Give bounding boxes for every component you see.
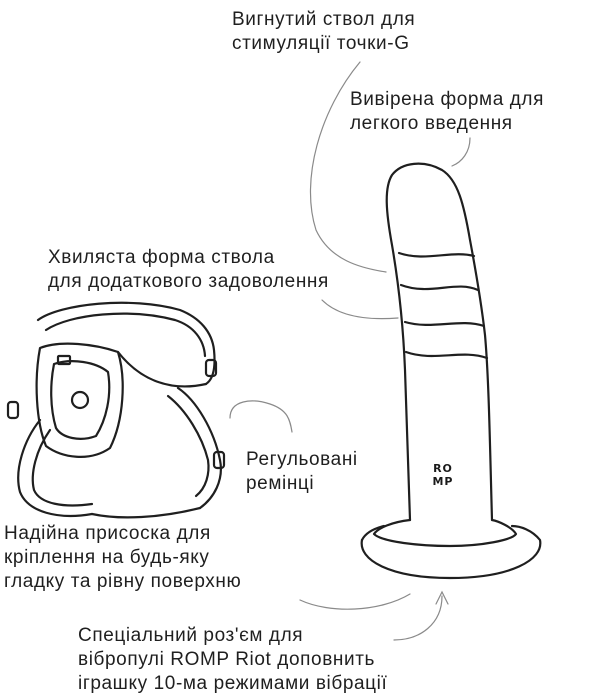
harness-waist-band-inner	[44, 312, 207, 358]
pointer-suction-cup	[299, 593, 411, 610]
callout-vibro-port-line3: іграшку 10-ма режимами вібрації	[78, 673, 388, 694]
callout-suction-cup-line1: Надійна присоска для	[4, 523, 211, 544]
callout-curved-shaft-line2: стимуляції точки-G	[232, 33, 410, 54]
wave-band-2	[399, 283, 480, 292]
callout-vibro-port-line2: вібропулі ROMP Riot доповнить	[78, 649, 376, 670]
suction-cup-left	[360, 524, 386, 542]
brand-logo: RO MP	[428, 462, 458, 488]
dildo-illustration	[360, 162, 542, 580]
pointer-straps	[229, 400, 293, 433]
harness-front-plate	[35, 342, 124, 458]
harness-buckle-left	[6, 400, 20, 420]
brand-logo-line1: RO	[433, 462, 453, 475]
pointer-vibro-arrowhead	[435, 590, 449, 605]
suction-cup-top	[372, 518, 518, 548]
harness-o-ring-plate	[50, 360, 111, 440]
callout-suction-cup: Надійна присоска для кріплення на будь-я…	[4, 522, 241, 594]
callout-vibro-port: Спеціальний роз'єм для вібропулі ROMP Ri…	[78, 624, 387, 696]
harness-buckle-bottom	[212, 450, 226, 470]
pointer-wavy-shaft	[321, 299, 399, 320]
callout-straps-line1: Регульовані	[246, 449, 358, 470]
callout-suction-cup-line3: гладку та рівну поверхню	[4, 571, 242, 592]
harness-leg-strap-left	[17, 418, 94, 518]
callout-wavy-shaft-line1: Хвиляста форма ствола	[48, 247, 275, 268]
wave-band-4	[404, 350, 489, 360]
pointer-curved-shaft	[309, 61, 387, 273]
pointer-vibro-port	[393, 595, 443, 641]
callout-wavy-shaft-line2: для додаткового задоволення	[48, 271, 329, 292]
callout-tapered-tip-line2: легкого введення	[350, 113, 513, 134]
callout-curved-shaft: Вигнутий ствол для стимуляції точки-G	[232, 8, 415, 56]
harness-waist-band	[36, 301, 216, 386]
harness-illustration	[6, 301, 226, 519]
harness-tag	[56, 354, 72, 366]
suction-cup-rim	[360, 524, 542, 580]
callout-straps-line2: ремінці	[246, 473, 315, 494]
callout-straps: Регульовані ремінці	[246, 448, 358, 496]
callout-tapered-tip-line1: Вивірена форма для	[350, 89, 545, 110]
harness-back-panel	[116, 350, 208, 388]
harness-leg-strap-right-inner	[166, 394, 210, 498]
callout-curved-shaft-line1: Вигнутий ствол для	[232, 9, 416, 30]
harness-buckle-right	[204, 358, 218, 378]
harness-leg-strap-right	[176, 386, 222, 510]
pointer-tapered-tip	[451, 137, 471, 167]
dildo-outline	[385, 162, 494, 522]
brand-logo-line2: MP	[432, 475, 454, 488]
callout-wavy-shaft: Хвиляста форма ствола для додаткового за…	[48, 246, 329, 294]
callout-vibro-port-line1: Спеціальний роз'єм для	[78, 625, 304, 646]
callout-suction-cup-line2: кріплення на будь-яку	[4, 547, 210, 568]
harness-leg-strap-left-inner	[31, 428, 94, 507]
harness-crotch-strap	[90, 506, 202, 519]
wave-band-3	[403, 320, 486, 328]
harness-o-ring	[70, 390, 90, 410]
callout-pointers	[229, 61, 471, 641]
callout-tapered-tip: Вивірена форма для легкого введення	[350, 88, 544, 136]
wave-band-1	[397, 251, 476, 258]
